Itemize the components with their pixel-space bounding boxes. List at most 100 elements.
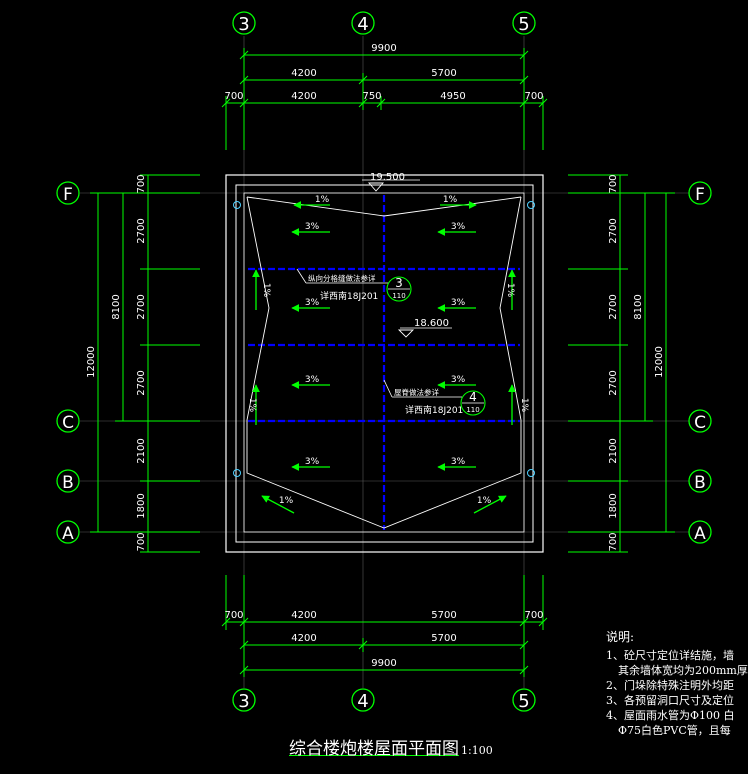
svg-text:详西南18J201: 详西南18J201 [320,290,378,302]
dim-left [90,174,200,553]
svg-text:A: A [62,524,74,544]
svg-text:2700: 2700 [608,218,619,243]
notes-block: 说明: 1、砼尺寸定位详结施，墙 其余墙体宽均为200mm厚 2、门垛除特殊注明… [606,630,748,774]
svg-text:5700: 5700 [431,68,456,79]
svg-text:2700: 2700 [136,294,147,319]
svg-text:F: F [63,185,73,205]
svg-text:2700: 2700 [608,294,619,319]
svg-text:700: 700 [608,174,619,193]
svg-text:1%: 1% [279,496,294,506]
svg-text:4200: 4200 [291,633,316,644]
svg-text:B: B [694,473,706,493]
axis-bubble-3-bottom: 3 [232,688,256,712]
elevation-top: 19.500 [362,172,420,192]
svg-text:19.500: 19.500 [370,172,405,183]
svg-text:3%: 3% [451,222,466,232]
svg-text:750: 750 [362,91,381,102]
svg-text:700: 700 [608,532,619,551]
svg-text:A: A [694,524,706,544]
svg-text:5: 5 [518,14,529,35]
svg-text:详西南18J201: 详西南18J201 [405,404,463,416]
drawing-title-main: 综合楼炮楼屋面平面图 [289,739,459,759]
svg-text:5700: 5700 [431,633,456,644]
axis-bubble-F-right: F [688,181,712,205]
svg-text:2100: 2100 [136,438,147,463]
svg-text:3: 3 [238,691,249,712]
svg-text:3: 3 [238,14,249,35]
axis-bubble-C-left: C [56,409,80,433]
axis-bubble-4-bottom: 4 [351,688,375,712]
svg-text:3%: 3% [305,457,320,467]
dim-bottom-text: 700 4200 5700 700 4200 5700 9900 [224,610,543,669]
axis-bubble-F-left: F [56,181,80,205]
dim-bottom [221,575,548,677]
svg-text:110: 110 [392,292,405,300]
svg-text:700: 700 [224,610,243,621]
slope-labels: 3% 3% 3% 3% 3% 3% 3% 3% 1% 1% 1% 1% 1% 1… [247,195,529,506]
elevation-center: 18.600 [397,318,452,338]
svg-text:4: 4 [357,691,368,712]
axis-bubble-4-top: 4 [351,11,375,35]
slope-arrows [252,201,516,514]
axis-bubble-A-left: A [56,520,80,544]
notes-line-4: 3、各预留洞口尺寸及定位 [606,694,734,707]
svg-text:C: C [694,413,706,433]
svg-text:9900: 9900 [371,43,396,54]
notes-line-2: 其余墙体宽均为200mm厚 [618,664,748,677]
svg-text:3%: 3% [451,298,466,308]
svg-text:5: 5 [518,691,529,712]
svg-text:2700: 2700 [608,370,619,395]
axis-bubble-B-right: B [688,469,712,493]
svg-text:3%: 3% [451,457,466,467]
svg-text:2100: 2100 [608,438,619,463]
svg-text:1%: 1% [443,195,458,205]
svg-text:700: 700 [224,91,243,102]
svg-text:1%: 1% [247,398,257,413]
svg-text:1800: 1800 [608,493,619,518]
notes-line-3: 2、门垛除特殊注明外均距 [606,679,734,692]
svg-text:F: F [695,185,705,205]
svg-text:3: 3 [395,276,403,290]
dim-right [568,174,675,553]
svg-text:纵向分格缝做法参详: 纵向分格缝做法参详 [308,273,376,283]
svg-text:4200: 4200 [291,68,316,79]
svg-text:8100: 8100 [111,294,122,319]
svg-text:4200: 4200 [291,610,316,621]
svg-text:C: C [62,413,74,433]
svg-text:18.600: 18.600 [414,318,449,329]
dim-top [221,48,548,150]
dim-left-text: 12000 8100 700 2700 2700 2700 2100 1800 … [86,174,147,551]
svg-text:12000: 12000 [86,346,97,378]
axis-bubble-5-bottom: 5 [512,688,536,712]
svg-text:1%: 1% [315,195,330,205]
svg-text:1800: 1800 [136,493,147,518]
svg-text:4: 4 [357,14,368,35]
axis-bubble-C-right: C [688,409,712,433]
svg-text:4950: 4950 [440,91,465,102]
svg-text:4: 4 [469,390,477,404]
svg-text:12000: 12000 [654,346,665,378]
svg-text:5700: 5700 [431,610,456,621]
roof-outline [225,174,544,553]
notes-line-5: 4、屋面雨水管为Φ100 白 [606,709,735,722]
svg-text:700: 700 [136,174,147,193]
axis-bubble-B-left: B [56,469,80,493]
svg-text:2700: 2700 [136,218,147,243]
svg-text:700: 700 [524,610,543,621]
notes-header: 说明: [606,630,635,644]
detail-ref-4: 屋脊做法参详 详西南18J201 4 110 [383,379,486,416]
svg-text:2700: 2700 [136,370,147,395]
svg-text:4200: 4200 [291,91,316,102]
svg-text:700: 700 [136,532,147,551]
dim-top-text: 9900 4200 5700 700 4200 750 4950 700 [224,43,543,102]
notes-line-6: Φ75白色PVC管，且每 [618,724,731,737]
axis-bubble-3-top: 3 [232,11,256,35]
svg-text:1%: 1% [519,398,529,413]
detail-ref-3: 纵向分格缝做法参详 详西南18J201 3 110 [296,268,412,302]
svg-text:B: B [62,473,74,493]
roof-grid-joints [248,195,520,530]
dim-right-text: 12000 8100 700 2700 2700 2700 2100 1800 … [608,174,665,551]
svg-text:3%: 3% [451,375,466,385]
svg-text:1%: 1% [477,496,492,506]
